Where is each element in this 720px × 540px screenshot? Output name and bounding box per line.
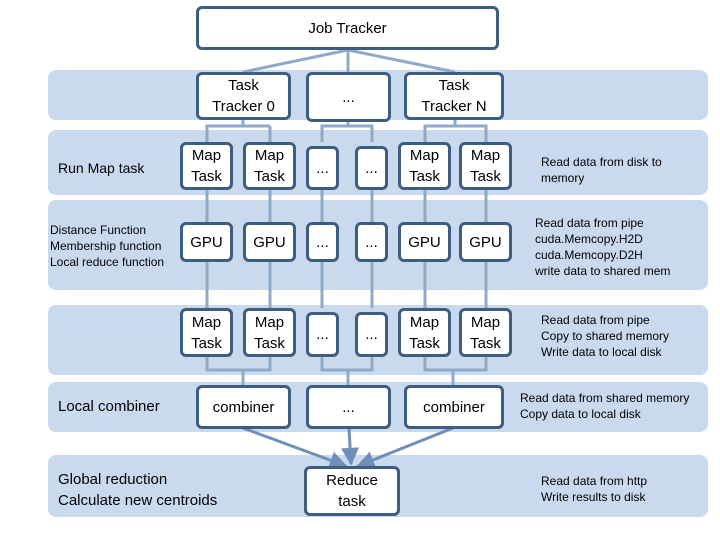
stage-label-local-combiner: Local combiner xyxy=(58,398,160,415)
fork-ellipsis-right xyxy=(348,124,374,142)
job-tracker-box: Job Tracker xyxy=(196,6,499,50)
fork-trackerN-right xyxy=(455,124,488,142)
ellipsis-box: ... xyxy=(306,312,339,357)
note-read-shared: Read data from shared memory Copy data t… xyxy=(520,391,690,421)
merge-right-combiner xyxy=(423,357,455,385)
stage-label-distance-function: Distance Function Membership function Lo… xyxy=(50,223,165,269)
ellipsis-box: ... xyxy=(306,222,339,262)
stage-label-global-reduction: Global reduction Calculate new centroids xyxy=(58,471,218,509)
fork-trackerN xyxy=(423,118,457,142)
gpu-box: GPU xyxy=(180,222,233,262)
merge-left-combiner-r xyxy=(243,357,272,372)
ellipsis-box: ... xyxy=(355,222,388,262)
gpu-box: GPU xyxy=(398,222,451,262)
map-task-box: Map Task xyxy=(459,308,512,357)
arrow-combiner0-reduce xyxy=(242,426,348,469)
note-read-pipe-copy: Read data from pipe Copy to shared memor… xyxy=(541,313,670,359)
map-task-box: Map Task xyxy=(459,142,512,190)
arrow-ellipsis-reduce xyxy=(341,427,360,466)
ellipsis-box: ... xyxy=(355,312,388,357)
note-read-disk: Read data from disk to memory xyxy=(541,155,662,185)
gpu-box: GPU xyxy=(459,222,512,262)
ellipsis-box: ... xyxy=(355,146,388,190)
task-tracker-ellipsis-box: ... xyxy=(306,72,391,122)
merge-right-combiner-r xyxy=(453,357,488,372)
reduce-task-box: Reduce task xyxy=(304,466,400,516)
map-task-box: Map Task xyxy=(243,308,296,357)
task-tracker-0-box: Task Tracker 0 xyxy=(196,72,291,120)
note-read-pipe-gpu: Read data from pipe cuda.Memcopy.H2D cud… xyxy=(535,216,671,278)
ellipsis-box: ... xyxy=(306,385,391,429)
arrow-combinerN-reduce xyxy=(356,426,454,469)
line-job-to-tracker0 xyxy=(242,48,349,74)
combiner-box: combiner xyxy=(196,385,291,429)
stage-label-run-map-task: Run Map task xyxy=(58,160,145,176)
merge-mid-combiner-r xyxy=(348,357,374,372)
ellipsis-box: ... xyxy=(306,146,339,190)
merge-mid-combiner xyxy=(320,357,350,385)
merge-left-combiner xyxy=(205,357,245,385)
line-job-to-trackerN xyxy=(347,48,456,74)
note-read-http: Read data from http Write results to dis… xyxy=(541,474,648,504)
task-tracker-n-box: Task Tracker N xyxy=(404,72,504,120)
map-task-box: Map Task xyxy=(243,142,296,190)
map-task-box: Map Task xyxy=(180,142,233,190)
combiner-box: combiner xyxy=(404,385,504,429)
map-task-box: Map Task xyxy=(398,142,451,190)
fork-tracker0 xyxy=(205,118,245,142)
fork-ellipsis xyxy=(320,120,350,142)
gpu-box: GPU xyxy=(243,222,296,262)
map-task-box: Map Task xyxy=(180,308,233,357)
map-task-box: Map Task xyxy=(398,308,451,357)
